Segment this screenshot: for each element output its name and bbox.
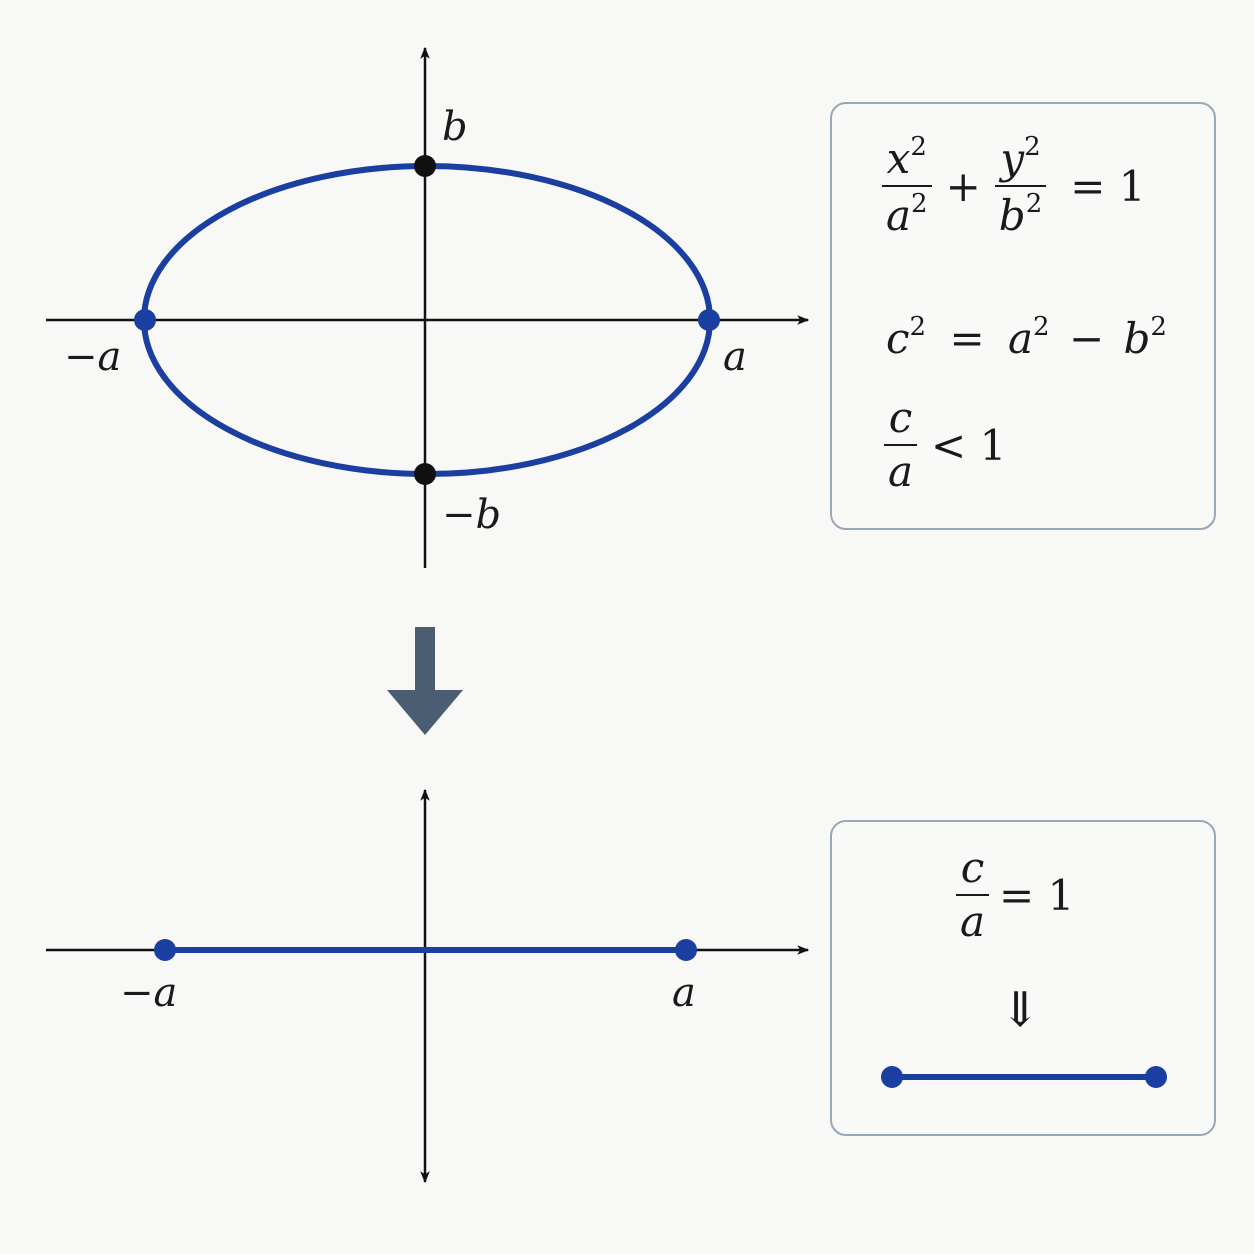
co-vertex-neg-b (414, 463, 436, 485)
vertex-a (698, 309, 720, 331)
vertex-neg-a (134, 309, 156, 331)
focal-relation: c2 = a2 − b2 (886, 312, 1167, 363)
implies-arrow: ⇓ (1000, 982, 1041, 1038)
label-neg-a: −a (64, 334, 121, 380)
label-b: b (442, 104, 468, 150)
co-vertex-b (414, 155, 436, 177)
segment-icon (881, 1066, 1167, 1088)
y-over-b-fraction: y2 b2 (994, 133, 1047, 238)
plus-sign: + (945, 161, 981, 211)
label-a: a (723, 334, 747, 380)
endpoint-a (675, 939, 697, 961)
segment-diagram: −a a (46, 788, 810, 1184)
endpoint-neg-a (154, 939, 176, 961)
label-neg-a-bottom: −a (120, 970, 177, 1016)
ellipse-formula-box: x2 a2 + y2 b2 = 1 c2 = a2 − b2 c a < 1 (830, 102, 1216, 530)
equals-one: = 1 (1070, 161, 1146, 211)
label-neg-b: −b (442, 492, 501, 538)
x-over-a-fraction: x2 a2 (882, 133, 932, 238)
ellipse-equation: x2 a2 + y2 b2 = 1 (882, 133, 1160, 238)
label-a-bottom: a (672, 970, 696, 1016)
down-arrow-icon (387, 627, 463, 735)
eccentricity-equals-one: c a = 1 (956, 845, 1088, 944)
ellipse-diagram: b −b a −a (46, 46, 810, 568)
degenerate-formula-box: c a = 1 ⇓ (830, 820, 1216, 1136)
eccentricity-less-than-one: c a < 1 (884, 395, 1020, 494)
